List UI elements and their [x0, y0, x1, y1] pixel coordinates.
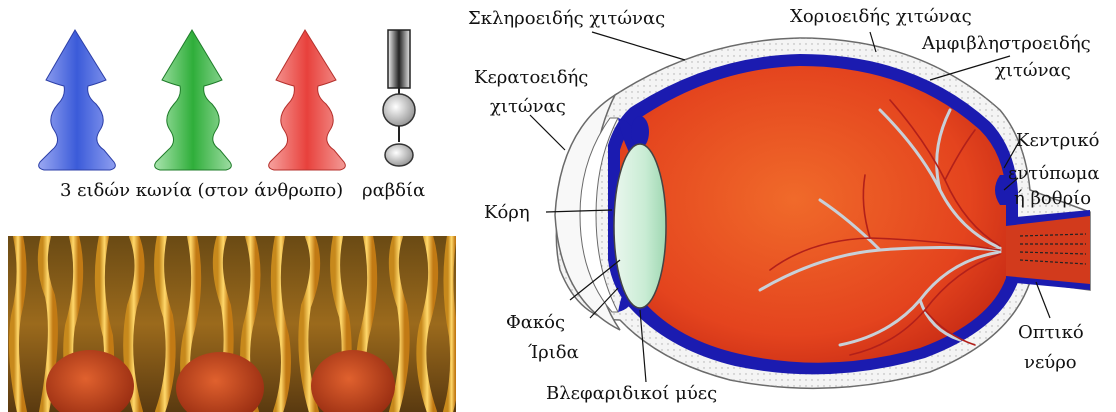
label-retina-line2: χιτώνας	[995, 60, 1071, 82]
label-cornea-line1: Κερατοειδής	[474, 67, 588, 89]
ciliary-muscle-top	[631, 116, 649, 148]
label-retina-line1: Αμφιβληστροειδής	[922, 33, 1091, 55]
label-fovea-line1: Κεντρικό	[1016, 130, 1099, 152]
label-fovea-line3: ή βοθρίο	[1014, 188, 1091, 210]
optic-nerve-shape	[1006, 210, 1090, 290]
label-pupil: Κόρη	[484, 202, 530, 224]
label-iris: Ίριδα	[528, 342, 579, 364]
label-optic-line2: νεύρο	[1024, 352, 1077, 374]
label-cornea-line2: χιτώνας	[490, 96, 566, 118]
label-lens: Φακός	[506, 312, 565, 334]
label-ciliary-muscles: Βλεφαριδικοί μύες	[546, 383, 717, 405]
label-choroid: Χοριοειδής χιτώνας	[790, 6, 972, 28]
label-sclera: Σκληροειδής χιτώνας	[468, 8, 665, 30]
lens	[614, 144, 666, 308]
label-optic-line1: Οπτικό	[1018, 322, 1084, 344]
label-fovea-line2: εντύπωμα	[1008, 163, 1100, 185]
